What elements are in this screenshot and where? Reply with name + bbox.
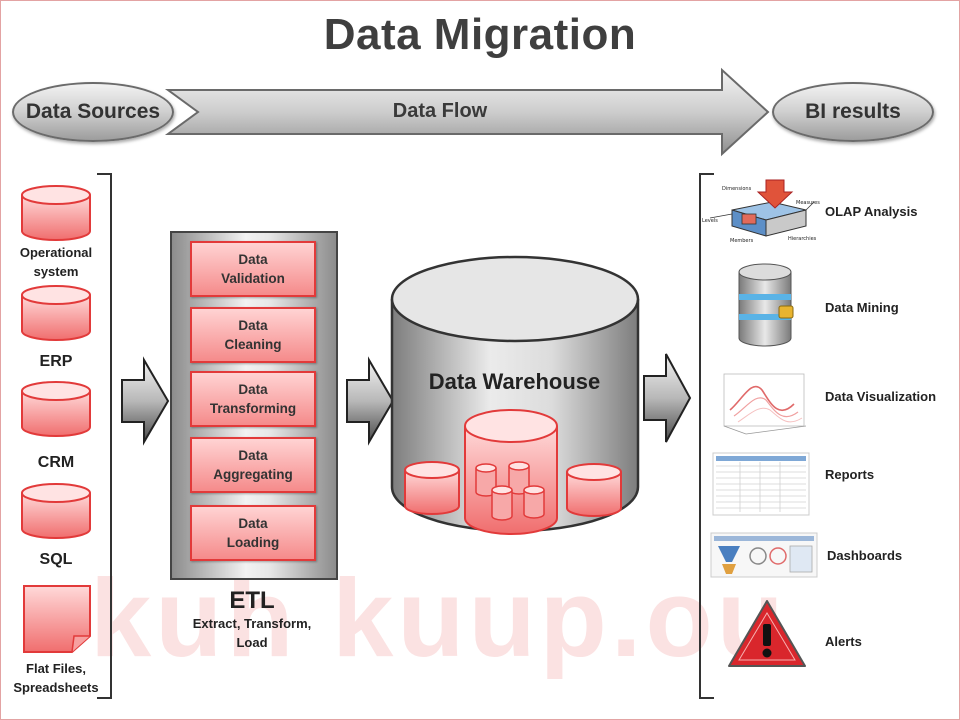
bi-label-olap: OLAP Analysis	[825, 204, 918, 219]
arrow-right-icon	[346, 356, 395, 446]
page-title: Data Migration	[323, 10, 637, 59]
olap-cube-icon: Dimensions Measures Levels Members Hiera…	[702, 179, 820, 244]
report-table-icon	[712, 452, 810, 516]
bi-label-data-mining: Data Mining	[825, 300, 899, 315]
svg-text:Levels: Levels	[702, 218, 718, 224]
database-icon	[21, 185, 91, 241]
database-icon	[21, 381, 91, 437]
database-icon	[21, 483, 91, 539]
arrow-right-icon	[121, 356, 170, 446]
etl-subtitle: Extract, Transform,Load	[192, 616, 312, 650]
database-icon	[21, 285, 91, 341]
data-flow-label: Data Flow	[392, 100, 488, 122]
warning-triangle-icon	[728, 600, 806, 667]
source-label-erp: ERP	[39, 353, 73, 370]
database-icon	[404, 461, 460, 515]
flat-file-icon	[23, 585, 91, 653]
database-cluster-icon	[464, 409, 558, 535]
surface-plot-icon	[723, 373, 807, 435]
svg-text:Measures: Measures	[796, 200, 820, 206]
source-label-crm: CRM	[37, 454, 75, 471]
etl-title: ETL	[229, 587, 275, 614]
bi-results-bracket	[699, 173, 714, 699]
data-sources-pill: Data Sources	[12, 82, 174, 142]
bi-label-data-visualization: Data Visualization	[825, 389, 937, 404]
database-icon	[566, 463, 622, 517]
bi-label-reports: Reports	[825, 467, 875, 482]
warehouse-label: Data Warehouse	[428, 369, 601, 394]
server-stack-icon	[738, 263, 794, 347]
bi-label-alerts: Alerts	[825, 634, 862, 649]
bi-label-dashboards: Dashboards	[827, 548, 903, 563]
source-label-flat-files: Flat Files, Spreadsheets	[13, 661, 99, 695]
svg-text:Dimensions: Dimensions	[722, 186, 752, 192]
source-label-sql: SQL	[39, 551, 73, 568]
dashboard-icon	[710, 532, 818, 578]
bi-results-pill: BI results	[772, 82, 934, 142]
data-flow-arrow	[164, 67, 770, 157]
source-label-operational: Operational system	[19, 245, 93, 279]
sources-bracket	[97, 173, 112, 699]
svg-text:Members: Members	[730, 238, 754, 244]
arrow-right-icon	[643, 353, 692, 443]
svg-text:Hierarchies: Hierarchies	[788, 236, 817, 242]
